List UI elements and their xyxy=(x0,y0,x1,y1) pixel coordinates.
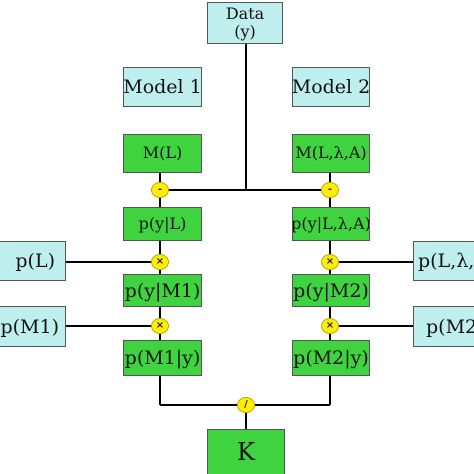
model-1-posterior-box: p(M1|y) xyxy=(123,340,202,376)
divide-operator: / xyxy=(237,397,255,413)
minus-operator-left: - xyxy=(151,182,169,198)
model-2-structure-box: M(L,λ,A) xyxy=(292,134,370,173)
model-1-likelihood-box: p(y|L) xyxy=(123,207,202,241)
parameter-prior-l-label: p(L) xyxy=(15,250,55,272)
model-1-marginal-likelihood-box: p(y|M1) xyxy=(123,274,202,307)
model-2-likelihood-box: p(y|L,λ,A) xyxy=(292,207,370,241)
data-box-title: Data xyxy=(225,3,265,23)
multiply-operator-right-upper: × xyxy=(321,254,339,270)
multiply-operator-left-upper: × xyxy=(151,254,169,270)
multiply-operator-right-lower: × xyxy=(321,318,339,334)
model-2-prior-box: p(M2 xyxy=(413,306,474,347)
model-1-box: Model 1 xyxy=(123,67,202,107)
parameter-prior-l-lambda-a-label: p(L,λ,A xyxy=(418,250,474,272)
model-1-prior-box: p(M1) xyxy=(0,306,66,347)
parameter-prior-l-box: p(L) xyxy=(0,241,66,281)
parameter-prior-l-lambda-a-box: p(L,λ,A xyxy=(413,241,474,281)
data-box: Data (y) xyxy=(207,2,283,44)
model-1-structure-box: M(L) xyxy=(123,134,202,173)
bayes-factor-k-box: K xyxy=(207,429,285,474)
minus-operator-right: - xyxy=(321,182,339,198)
model-2-box: Model 2 xyxy=(292,67,370,107)
data-box-symbol: (y) xyxy=(234,22,256,41)
model-2-prior-label: p(M2 xyxy=(426,315,474,338)
model-1-prior-label: p(M1) xyxy=(0,315,59,338)
model-2-marginal-likelihood-box: p(y|M2) xyxy=(292,274,370,307)
multiply-operator-left-lower: × xyxy=(151,318,169,334)
model-2-posterior-box: p(M2|y) xyxy=(292,340,370,376)
